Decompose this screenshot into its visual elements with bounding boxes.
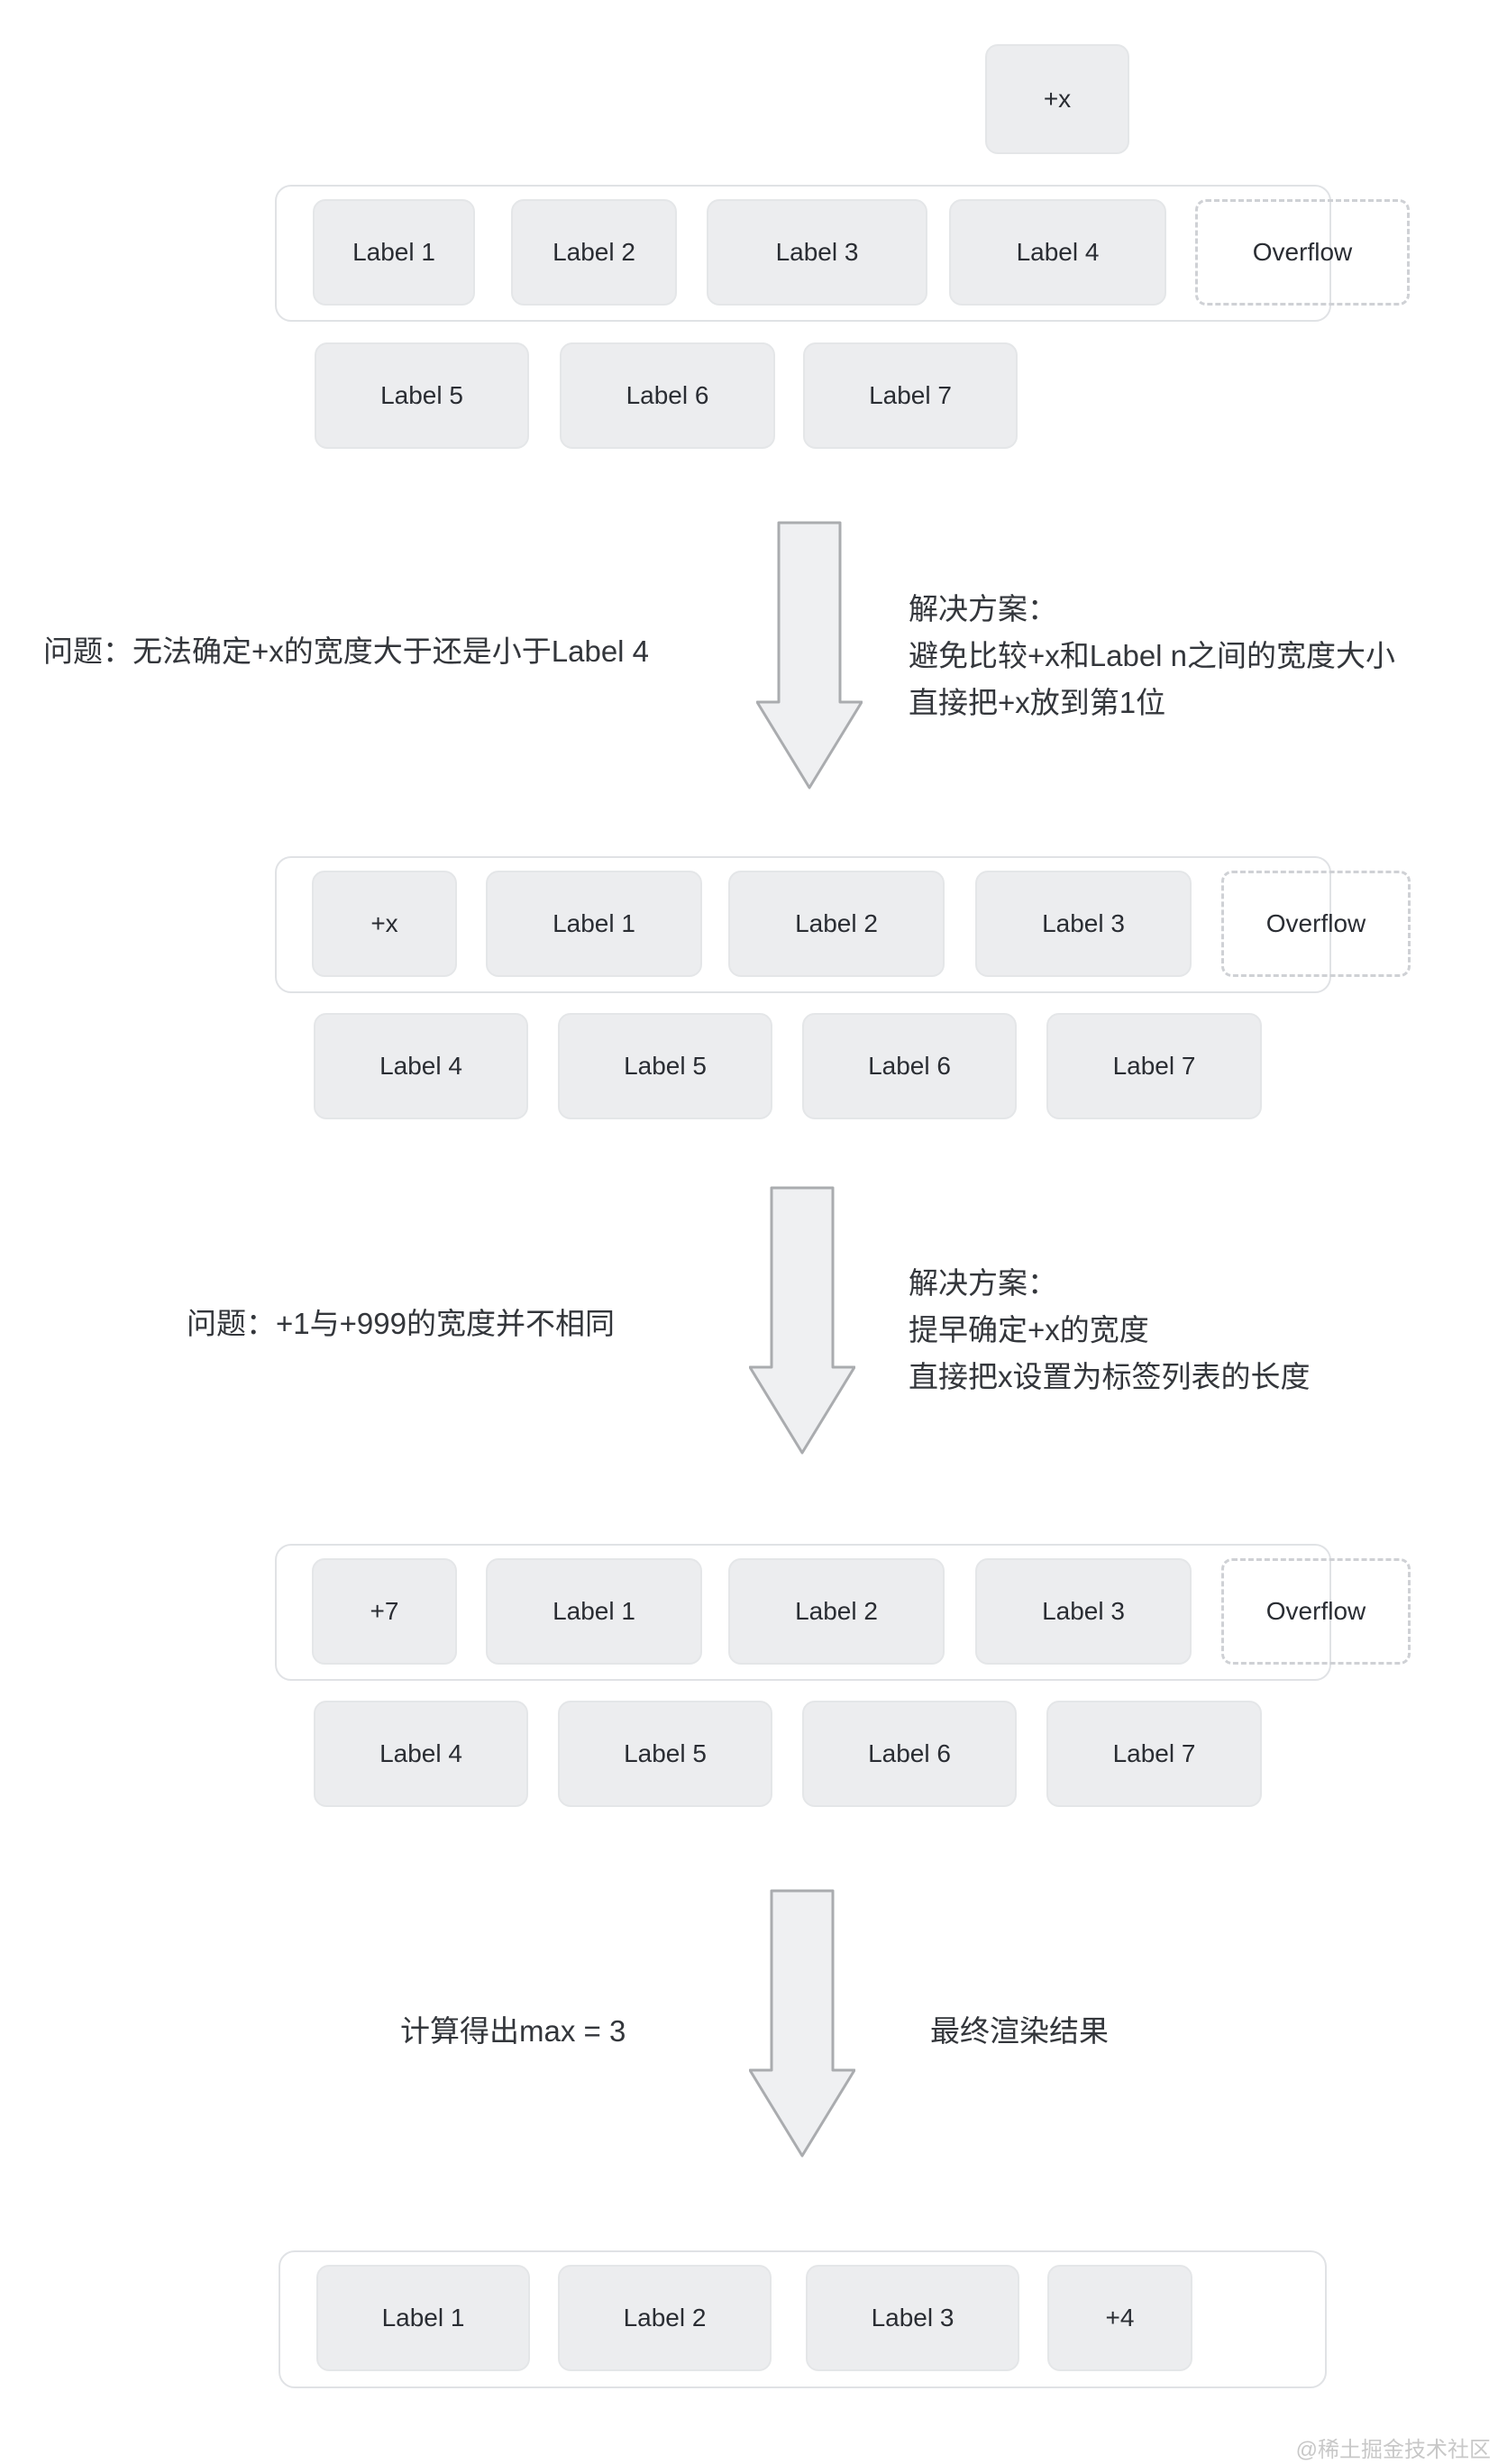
max-result-note: 计算得出max = 3 — [400, 2014, 626, 2048]
tag-row-container-step2 — [275, 856, 1331, 993]
tag-chip: Label 6 — [802, 1013, 1017, 1119]
tag-chip: Label 6 — [560, 342, 775, 449]
solution-line: 直接把x设置为标签列表的长度 — [909, 1360, 1311, 1393]
down-arrow-icon — [756, 521, 863, 789]
chip-plus-x-floating: +x — [985, 44, 1129, 154]
tag-chip: Label 6 — [802, 1701, 1017, 1807]
problem-note-step2: 问题：+1与+999的宽度并不相同 — [187, 1307, 615, 1340]
chip-plus-7: +7 — [312, 1558, 457, 1665]
tag-chip: Label 1 — [316, 2265, 530, 2371]
down-arrow-icon — [749, 1889, 855, 2158]
solution-line: 解决方案： — [909, 592, 1057, 625]
watermark: @稀土掘金技术社区 — [1295, 2438, 1491, 2462]
tag-row-container-step1 — [275, 185, 1331, 322]
tag-chip: Label 2 — [511, 199, 677, 306]
tag-chip: Label 4 — [949, 199, 1166, 306]
problem-note-step1: 问题：无法确定+x的宽度大于还是小于Label 4 — [43, 634, 650, 668]
tag-chip: Label 1 — [313, 199, 475, 306]
tag-chip: Label 5 — [315, 342, 529, 449]
tag-chip: Label 1 — [486, 1558, 702, 1665]
down-arrow-icon — [749, 1186, 855, 1455]
final-render-note: 最终渲染结果 — [930, 2014, 1109, 2048]
solution-line: 提早确定+x的宽度 — [909, 1313, 1149, 1346]
tag-chip: Label 2 — [728, 871, 945, 977]
solution-note-step2: 解决方案： 提早确定+x的宽度 直接把x设置为标签列表的长度 — [909, 1260, 1311, 1401]
tag-chip: Label 5 — [558, 1701, 772, 1807]
tag-chip: Label 4 — [314, 1701, 528, 1807]
tag-chip: Label 5 — [558, 1013, 772, 1119]
solution-line: 避免比较+x和Label n之间的宽度大小 — [909, 639, 1396, 672]
tag-chip: Label 7 — [1046, 1013, 1262, 1119]
tag-chip: Label 4 — [314, 1013, 528, 1119]
tag-chip: Label 7 — [803, 342, 1018, 449]
chip-plus-4: +4 — [1047, 2265, 1192, 2371]
tag-chip: Label 2 — [728, 1558, 945, 1665]
solution-line: 解决方案： — [909, 1266, 1057, 1300]
tag-chip: Label 7 — [1046, 1701, 1262, 1807]
tag-chip: Label 3 — [975, 1558, 1192, 1665]
tag-chip: Label 1 — [486, 871, 702, 977]
tag-chip: Label 3 — [707, 199, 927, 306]
tag-chip: Label 2 — [558, 2265, 772, 2371]
tag-chip: Label 3 — [975, 871, 1192, 977]
overflow-chip-step3: Overflow — [1221, 1558, 1411, 1665]
overflow-chip-step1: Overflow — [1195, 199, 1410, 306]
overflow-chip-step2: Overflow — [1221, 871, 1411, 977]
chip-plus-x: +x — [312, 871, 457, 977]
solution-line: 直接把+x放到第1位 — [909, 686, 1166, 719]
solution-note-step1: 解决方案： 避免比较+x和Label n之间的宽度大小 直接把+x放到第1位 — [909, 586, 1395, 726]
tag-row-container-step3 — [275, 1544, 1331, 1681]
tag-chip: Label 3 — [806, 2265, 1019, 2371]
tag-row-container-final — [279, 2250, 1327, 2388]
